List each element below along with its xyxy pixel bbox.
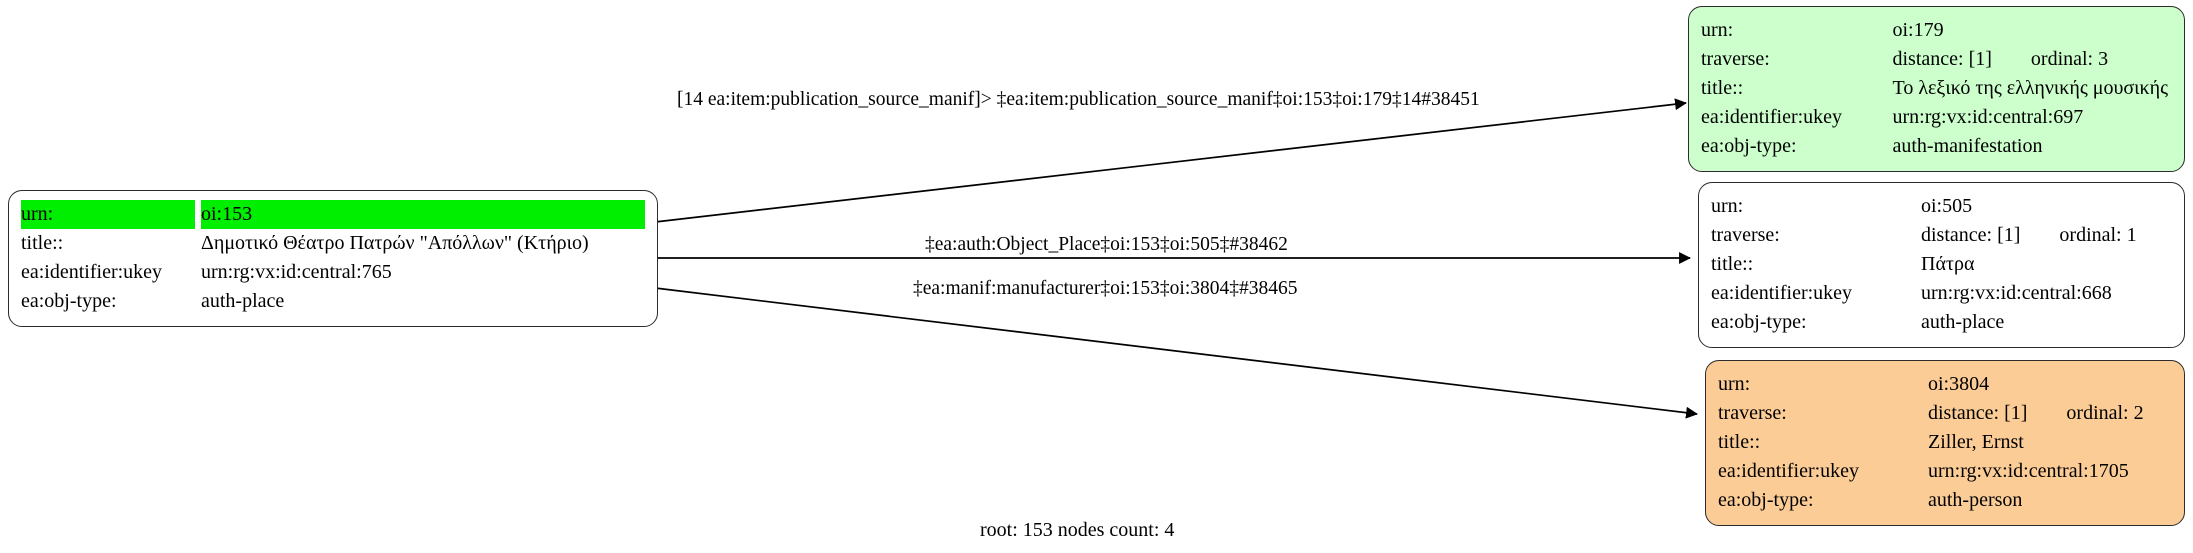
node-root-fields: urn: oi:153 title:: Δημοτικό Θέατρο Πατρ…	[21, 200, 645, 316]
node-root-row-urn: urn: oi:153	[21, 200, 645, 229]
node-oi-505-row-objtype: ea:obj-type: auth-place	[1711, 308, 2172, 337]
node-root-value-ukey: urn:rg:vx:id:central:765	[201, 261, 392, 283]
node-oi-3804-row-objtype: ea:obj-type: auth-person	[1718, 486, 2172, 515]
node-oi-505-value-title: Πάτρα	[1921, 253, 1975, 275]
node-oi-3804-row-ukey: ea:identifier:ukey urn:rg:vx:id:central:…	[1718, 457, 2172, 486]
graph-caption: root: 153 nodes count: 4	[980, 519, 1175, 541]
node-oi-179-value-urn: oi:179	[1892, 19, 1944, 41]
node-oi-179-value-title: Το λεξικό της ελληνικής μουσικής	[1892, 77, 2169, 99]
node-oi-505-value-traverse: distance: [1] ordinal: 1	[1921, 221, 2172, 250]
edge-e38451	[654, 98, 1687, 223]
node-oi-505-label-title: title::	[1711, 253, 1754, 275]
node-root-value-title: Δημοτικό Θέατρο Πατρών "Απόλλων" (Κτήριο…	[201, 232, 589, 254]
node-oi-179-traverse-distance: distance: [1]	[1892, 48, 1992, 70]
node-oi-3804-label-ukey: ea:identifier:ukey	[1718, 460, 1860, 482]
node-oi-3804-value-traverse: distance: [1] ordinal: 2	[1928, 399, 2172, 428]
node-oi-179-label-title: title::	[1701, 77, 1744, 99]
node-oi-179-value-ukey: urn:rg:vx:id:central:697	[1892, 106, 2084, 128]
node-root-cell-gap	[195, 200, 201, 229]
node-oi-505-value-urn: oi:505	[1921, 195, 1973, 217]
node-oi-505-label-objtype: ea:obj-type:	[1711, 311, 1807, 333]
node-oi-505-label-traverse: traverse:	[1711, 224, 1780, 246]
node-oi-179-row-title: title:: Το λεξικό της ελληνικής μουσικής	[1701, 74, 2172, 103]
node-oi-3804-value-ukey: urn:rg:vx:id:central:1705	[1928, 460, 2129, 482]
node-oi-3804-value-urn: oi:3804	[1928, 373, 1990, 395]
node-root-label-ukey: ea:identifier:ukey	[21, 261, 163, 283]
node-root-value-urn: oi:153	[201, 200, 645, 229]
node-oi-505[interactable]: urn: oi:505 traverse: distance: [1] ordi…	[1698, 182, 2185, 348]
node-oi-179-fields: urn: oi:179 traverse: distance: [1] ordi…	[1701, 16, 2172, 161]
node-oi-505-label-urn: urn:	[1711, 195, 1744, 217]
node-oi-505-traverse-ordinal: ordinal: 1	[2059, 224, 2137, 246]
node-oi-505-traverse-distance: distance: [1]	[1921, 224, 2021, 246]
node-oi-179-value-traverse: distance: [1] ordinal: 3	[1893, 45, 2173, 74]
node-oi-3804-value-objtype: auth-person	[1928, 489, 2023, 511]
node-oi-3804-label-objtype: ea:obj-type:	[1718, 489, 1814, 511]
node-oi-179-label-ukey: ea:identifier:ukey	[1701, 106, 1843, 128]
node-oi-179-row-ukey: ea:identifier:ukey urn:rg:vx:id:central:…	[1701, 103, 2172, 132]
node-oi-179-row-urn: urn: oi:179	[1701, 16, 2172, 45]
node-oi-505-label-ukey: ea:identifier:ukey	[1711, 282, 1853, 304]
node-root-row-title: title:: Δημοτικό Θέατρο Πατρών "Απόλλων"…	[21, 229, 645, 258]
edge-label-e38451: [14 ea:item:publication_source_manif]> ‡…	[677, 89, 1480, 110]
node-root-value-objtype: auth-place	[201, 290, 285, 312]
node-oi-3804-row-urn: urn: oi:3804	[1718, 370, 2172, 399]
node-oi-179-label-traverse: traverse:	[1701, 48, 1770, 70]
node-oi-179-row-traverse: traverse: distance: [1] ordinal: 3	[1701, 45, 2172, 74]
edge-label-e38462: ‡ea:auth:Object_Place‡oi:153‡oi:505‡#384…	[925, 234, 1288, 255]
node-oi-3804-fields: urn: oi:3804 traverse: distance: [1] ord…	[1718, 370, 2172, 515]
node-oi-3804-traverse-distance: distance: [1]	[1928, 402, 2028, 424]
node-oi-3804-row-traverse: traverse: distance: [1] ordinal: 2	[1718, 399, 2172, 428]
node-root-label-urn: urn:	[21, 200, 195, 229]
node-root-oi-153[interactable]: urn: oi:153 title:: Δημοτικό Θέατρο Πατρ…	[8, 190, 658, 327]
node-oi-179-traverse-ordinal: ordinal: 3	[2030, 48, 2109, 70]
node-oi-3804-row-title: title:: Ziller, Ernst	[1718, 428, 2172, 457]
node-root-label-objtype: ea:obj-type:	[21, 290, 117, 312]
edge-e38465	[654, 287, 1698, 419]
node-oi-505-value-objtype: auth-place	[1921, 311, 2005, 333]
node-oi-3804[interactable]: urn: oi:3804 traverse: distance: [1] ord…	[1705, 360, 2185, 526]
node-oi-179-label-urn: urn:	[1701, 19, 1734, 41]
node-oi-505-row-traverse: traverse: distance: [1] ordinal: 1	[1711, 221, 2172, 250]
node-oi-179-row-objtype: ea:obj-type: auth-manifestation	[1701, 132, 2172, 161]
node-oi-505-row-ukey: ea:identifier:ukey urn:rg:vx:id:central:…	[1711, 279, 2172, 308]
node-root-row-ukey: ea:identifier:ukey urn:rg:vx:id:central:…	[21, 258, 645, 287]
node-oi-505-row-urn: urn: oi:505	[1711, 192, 2172, 221]
node-oi-179-label-objtype: ea:obj-type:	[1701, 135, 1797, 157]
node-oi-179-value-objtype: auth-manifestation	[1892, 135, 2043, 157]
edge-label-e38465: ‡ea:manif:manufacturer‡oi:153‡oi:3804‡#3…	[913, 278, 1298, 299]
node-oi-3804-label-urn: urn:	[1718, 373, 1751, 395]
node-root-label-title: title::	[21, 232, 64, 254]
node-oi-3804-label-traverse: traverse:	[1718, 402, 1787, 424]
node-oi-179[interactable]: urn: oi:179 traverse: distance: [1] ordi…	[1688, 6, 2185, 172]
node-oi-3804-value-title: Ziller, Ernst	[1928, 431, 2024, 453]
node-oi-505-row-title: title:: Πάτρα	[1711, 250, 2172, 279]
node-oi-3804-traverse-ordinal: ordinal: 2	[2066, 402, 2144, 424]
node-oi-505-value-ukey: urn:rg:vx:id:central:668	[1921, 282, 2112, 304]
node-root-row-objtype: ea:obj-type: auth-place	[21, 287, 645, 316]
node-oi-3804-label-title: title::	[1718, 431, 1761, 453]
node-oi-505-fields: urn: oi:505 traverse: distance: [1] ordi…	[1711, 192, 2172, 337]
